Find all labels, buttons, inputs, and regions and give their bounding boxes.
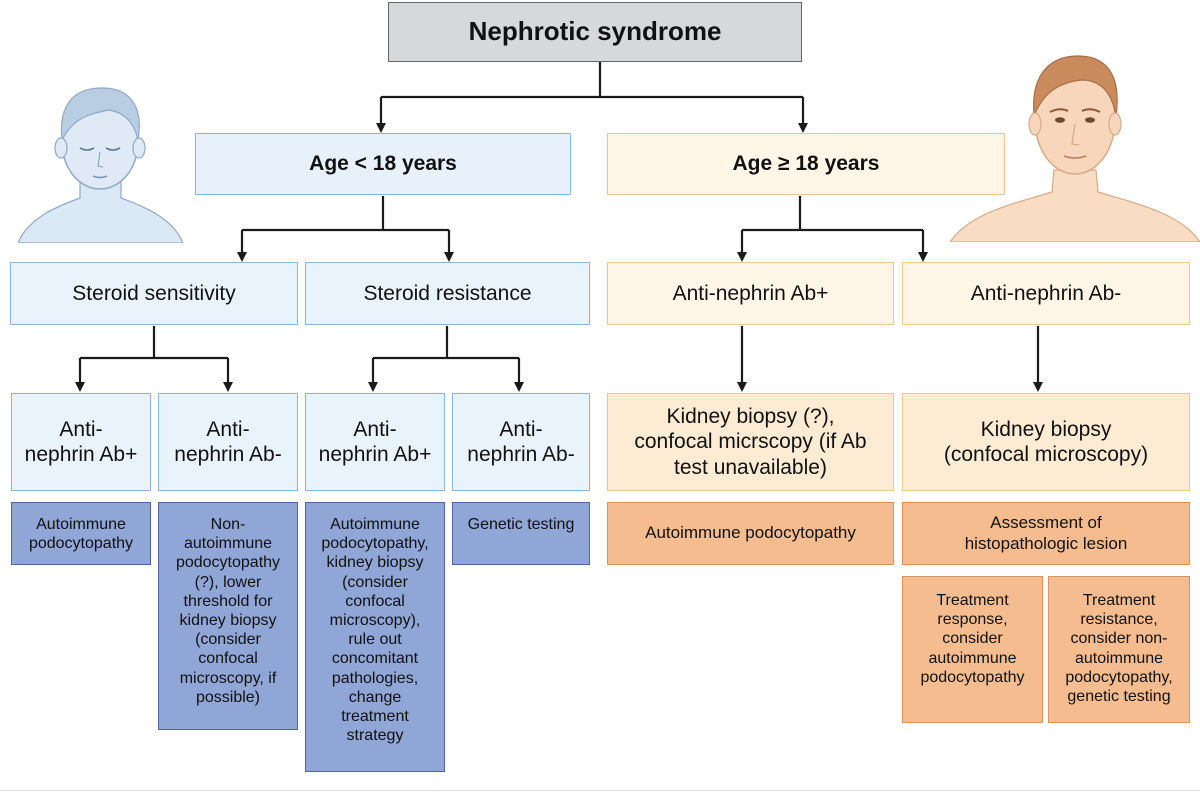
root-node: Nephrotic syndrome [388,2,802,62]
adult-age-label: Age ≥ 18 years [732,152,880,176]
adult-ab-pos-label: Anti-nephrin Ab+ [672,281,829,305]
ss-ab-neg-outcome-text: Non- autoimmune podocytopathy (?), lower… [175,516,281,706]
adult-biopsy-pos-label: Kidney biopsy (?), confocal micrscopy (i… [634,405,867,479]
adult-ab-neg-label: Anti-nephrin Ab- [970,281,1122,305]
ss-ab-pos-outcome: Autoimmune podocytopathy [11,502,151,565]
adult-biopsy-neg-label: Kidney biopsy (confocal microscopy) [943,417,1149,466]
steroid-sensitivity-label: Steroid sensitivity [72,281,236,305]
steroid-resistance-label: Steroid resistance [363,281,532,305]
sr-ab-neg-outcome: Genetic testing [452,502,590,565]
adult-ab-pos-node: Anti-nephrin Ab+ [607,262,894,325]
ss-ab-pos-outcome-text: Autoimmune podocytopathy [28,516,134,553]
adult-illustration [950,55,1200,242]
steroid-resistance-node: Steroid resistance [305,262,590,325]
adult-biopsy-pos-node: Kidney biopsy (?), confocal micrscopy (i… [607,393,894,491]
root-label: Nephrotic syndrome [468,16,722,47]
child-age-label: Age < 18 years [309,152,457,176]
adult-ab-neg-outcome: Assessment of histopathologic lesion [902,502,1190,565]
adult-age-split-line [742,196,923,232]
child-illustration [18,87,183,243]
child-age-split-line [242,196,449,232]
ss-ab-neg-label: Anti- nephrin Ab- [174,417,282,466]
steroid-sensitivity-node: Steroid sensitivity [10,262,298,325]
ss-ab-pos-label: Anti- nephrin Ab+ [24,417,138,466]
resistance-split-line [373,326,519,360]
sr-ab-pos-label: Anti- nephrin Ab+ [318,417,432,466]
adult-ab-pos-outcome: Autoimmune podocytopathy [607,502,894,565]
treatment-resistance-text: Treatment resistance, consider non- auto… [1065,592,1173,705]
sr-ab-pos-outcome-text: Autoimmune podocytopathy, kidney biopsy … [321,516,429,745]
treatment-resistance-node: Treatment resistance, consider non- auto… [1048,576,1190,723]
treatment-response-text: Treatment response, consider autoimmune … [920,592,1025,686]
sr-ab-neg-label: Anti- nephrin Ab- [467,417,575,466]
sr-ab-neg-node: Anti- nephrin Ab- [452,393,590,491]
treatment-response-node: Treatment response, consider autoimmune … [902,576,1043,723]
adult-ab-pos-outcome-text: Autoimmune podocytopathy [645,523,856,543]
ss-ab-neg-outcome: Non- autoimmune podocytopathy (?), lower… [158,502,298,730]
ss-ab-pos-node: Anti- nephrin Ab+ [11,393,151,491]
adult-age-node: Age ≥ 18 years [607,133,1005,195]
adult-ab-neg-outcome-text: Assessment of histopathologic lesion [964,513,1128,553]
child-age-node: Age < 18 years [195,133,571,195]
sr-ab-neg-outcome-text: Genetic testing [467,516,575,533]
adult-biopsy-neg-node: Kidney biopsy (confocal microscopy) [902,393,1190,491]
sr-ab-pos-node: Anti- nephrin Ab+ [305,393,445,491]
root-split-line [381,62,803,99]
ss-ab-neg-node: Anti- nephrin Ab- [158,393,298,491]
sensitivity-split-line [80,326,228,360]
adult-ab-neg-node: Anti-nephrin Ab- [902,262,1190,325]
bottom-divider [0,790,1200,791]
sr-ab-pos-outcome: Autoimmune podocytopathy, kidney biopsy … [305,502,445,772]
